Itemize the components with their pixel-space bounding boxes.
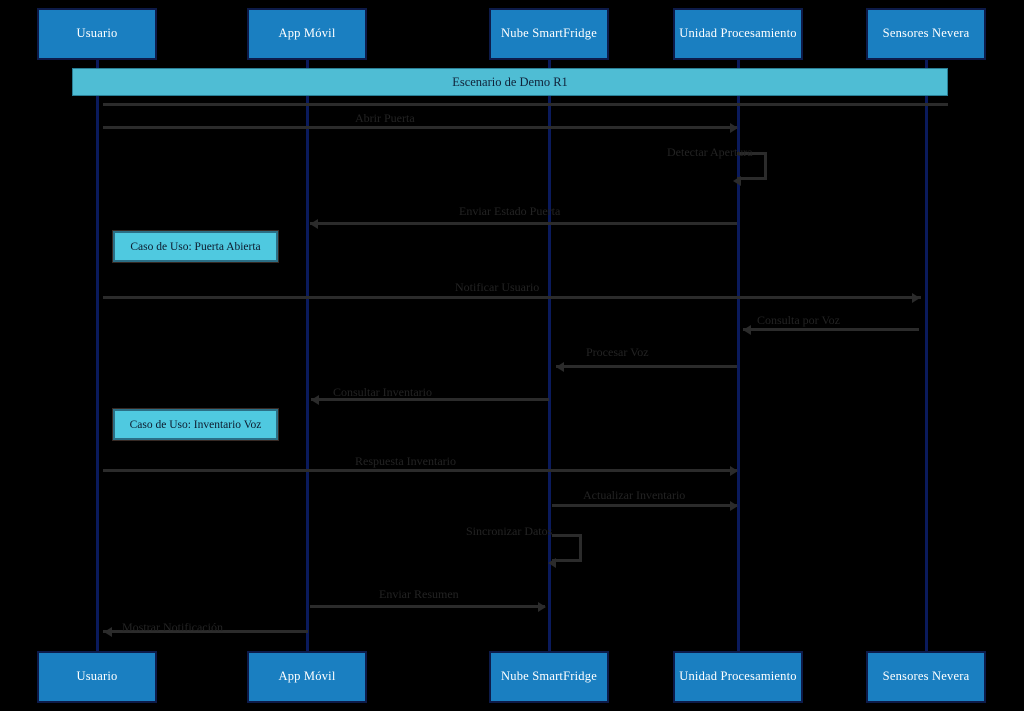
message-arrowhead-m9 <box>730 500 738 511</box>
message-line-m11 <box>310 605 545 608</box>
message-label-m11: Enviar Resumen <box>379 587 459 601</box>
message-label-m8: Respuesta Inventario <box>355 454 456 468</box>
participant-label: Nube SmartFridge <box>501 669 597 684</box>
message-line-m3 <box>310 222 737 225</box>
message-arrowhead-m8 <box>730 465 738 476</box>
message-label-m1: Abrir Puerta <box>355 111 415 125</box>
participant-label: Sensores Nevera <box>882 26 970 41</box>
message-selfloop-m2 <box>737 152 767 180</box>
separator-sep-1 <box>103 103 948 106</box>
message-label-m9: Actualizar Inventario <box>583 488 686 502</box>
message-line-m7 <box>311 398 549 401</box>
message-label-m12: Mostrar Notificación <box>122 620 223 634</box>
message-arrowhead-m4 <box>912 292 920 303</box>
message-label-m2: Detectar Apertura <box>667 145 753 159</box>
message-line-m12 <box>104 630 303 633</box>
message-label-m4: Notificar Usuario <box>455 280 540 294</box>
note-label: Caso de Uso: Inventario Voz <box>129 418 262 431</box>
scenario-banner-label: Escenario de Demo R1 <box>452 74 568 89</box>
message-arrowhead-m10 <box>548 558 556 568</box>
scenario-banner: Escenario de Demo R1 <box>72 68 948 96</box>
message-arrowhead-m3 <box>310 218 318 229</box>
header-participant-sensores[interactable]: Sensores Nevera <box>866 8 986 60</box>
participant-label: Sensores Nevera <box>882 669 970 684</box>
participant-label: Unidad Procesamiento <box>679 26 797 41</box>
message-line-m6 <box>556 365 737 368</box>
participant-label: Nube SmartFridge <box>501 26 597 41</box>
message-label-m3: Enviar Estado Puerta <box>459 204 561 218</box>
message-line-m1 <box>103 126 737 129</box>
footer-participant-unidad[interactable]: Unidad Procesamiento <box>673 651 803 703</box>
participant-label: App Móvil <box>278 26 336 41</box>
message-line-m8 <box>310 469 737 472</box>
header-participant-nube[interactable]: Nube SmartFridge <box>489 8 609 60</box>
message-arrowhead-m11 <box>538 601 546 612</box>
message-label-m6: Procesar Voz <box>586 345 649 359</box>
participant-label: Usuario <box>76 26 118 41</box>
lifeline-usuario <box>96 60 99 651</box>
footer-participant-sensores[interactable]: Sensores Nevera <box>866 651 986 703</box>
message-arrowhead-m7 <box>311 394 319 405</box>
note-puerta-abierta: Caso de Uso: Puerta Abierta <box>113 231 278 262</box>
footer-participant-nube[interactable]: Nube SmartFridge <box>489 651 609 703</box>
footer-participant-app[interactable]: App Móvil <box>247 651 367 703</box>
participant-label: App Móvil <box>278 669 336 684</box>
lifeline-app <box>306 60 309 651</box>
note-inventario-voz: Caso de Uso: Inventario Voz <box>113 409 278 440</box>
lifeline-sensores <box>925 60 928 651</box>
lifeline-nube <box>548 60 551 651</box>
message-line-m9 <box>552 504 737 507</box>
message-label-m5: Consulta por Voz <box>757 313 840 327</box>
message-arrowhead-m12 <box>104 626 112 637</box>
message-label-m7: Consultar Inventario <box>333 385 432 399</box>
message-label-m10: Sincronizar Datos <box>466 524 553 538</box>
message-selfloop-m10 <box>552 534 582 562</box>
message-arrowhead-m6 <box>556 361 564 372</box>
message-line-m4 <box>310 296 919 299</box>
message-arrowhead-m2 <box>733 176 741 186</box>
header-participant-unidad[interactable]: Unidad Procesamiento <box>673 8 803 60</box>
message-arrowhead-m5 <box>743 324 751 335</box>
message-arrowhead-m1 <box>730 122 738 133</box>
header-participant-app[interactable]: App Móvil <box>247 8 367 60</box>
footer-participant-usuario[interactable]: Usuario <box>37 651 157 703</box>
participant-label: Usuario <box>76 669 118 684</box>
header-participant-usuario[interactable]: Usuario <box>37 8 157 60</box>
message-line-m5 <box>743 328 919 331</box>
note-label: Caso de Uso: Puerta Abierta <box>130 240 261 253</box>
participant-label: Unidad Procesamiento <box>679 669 797 684</box>
lifeline-unidad <box>737 60 740 651</box>
